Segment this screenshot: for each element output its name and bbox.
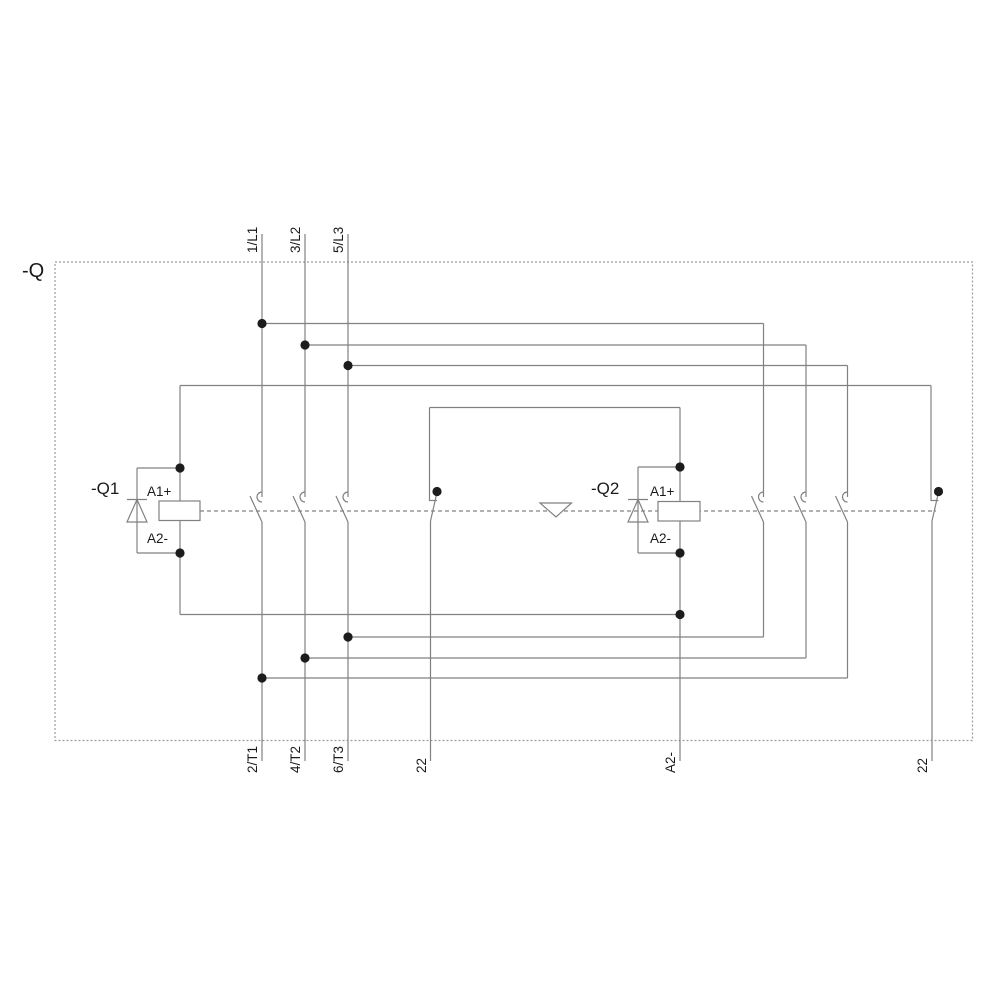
contact-slant-2 — [292, 495, 306, 523]
q2-a2-label: A2- — [650, 531, 671, 546]
junction-dot — [933, 486, 944, 497]
terminal-label-5l3: 5/L3 — [331, 227, 346, 253]
q1-a2-label: A2- — [147, 531, 168, 546]
contact-arc-4 — [757, 491, 764, 503]
junction-dot — [675, 462, 685, 472]
junction-dot — [175, 463, 185, 473]
mechanical-interlock-triangle-icon — [538, 502, 574, 518]
junction-dot — [257, 673, 267, 683]
q2-a1-label: A1+ — [650, 484, 675, 499]
junction-dot — [300, 653, 310, 663]
contact-arc-1 — [256, 491, 263, 503]
terminal-label-6t3: 6/T3 — [331, 746, 346, 773]
junction-dot — [257, 318, 267, 329]
junction-dots — [175, 318, 944, 683]
junction-dot — [343, 632, 353, 642]
terminal-label-4t2: 4/T2 — [288, 746, 303, 773]
enclosure-label: -Q — [22, 260, 44, 282]
junction-dot — [175, 548, 185, 558]
terminal-label-22-right: 22 — [915, 758, 930, 773]
contact-slant-5 — [793, 495, 807, 523]
q2-coil-box — [657, 500, 701, 522]
junction-dot — [675, 548, 685, 558]
contact-arc-3 — [342, 491, 349, 503]
aux-left-moving-contact — [429, 494, 438, 522]
q2-diode-icon — [627, 498, 649, 523]
contact-slant-1 — [249, 495, 263, 523]
terminal-label-a2: A2- — [663, 752, 678, 773]
junction-dot — [300, 340, 310, 350]
q1-label: -Q1 — [91, 479, 119, 498]
q1-coil-box — [158, 500, 201, 522]
terminal-label-2t1: 2/T1 — [245, 746, 260, 773]
contact-arc-2 — [299, 491, 306, 503]
contact-arc-5 — [800, 491, 807, 503]
junction-dot — [675, 609, 685, 620]
junction-dot — [432, 486, 442, 497]
contact-slant-6 — [834, 495, 849, 523]
q1-a1-label: A1+ — [147, 484, 172, 499]
wires — [126, 234, 939, 761]
terminal-label-3l2: 3/L2 — [288, 227, 303, 253]
contact-slant-3 — [335, 495, 349, 523]
junction-dot — [343, 360, 353, 371]
enclosure-dashed-border — [54, 261, 974, 742]
terminal-label-22-left: 22 — [414, 758, 429, 773]
contact-arc-6 — [841, 491, 848, 503]
q1-diode-icon — [126, 498, 148, 523]
contact-slant-4 — [750, 495, 765, 523]
q2-label: -Q2 — [591, 479, 619, 498]
terminal-label-1l1: 1/L1 — [245, 227, 260, 253]
aux-right-moving-contact — [931, 494, 939, 522]
